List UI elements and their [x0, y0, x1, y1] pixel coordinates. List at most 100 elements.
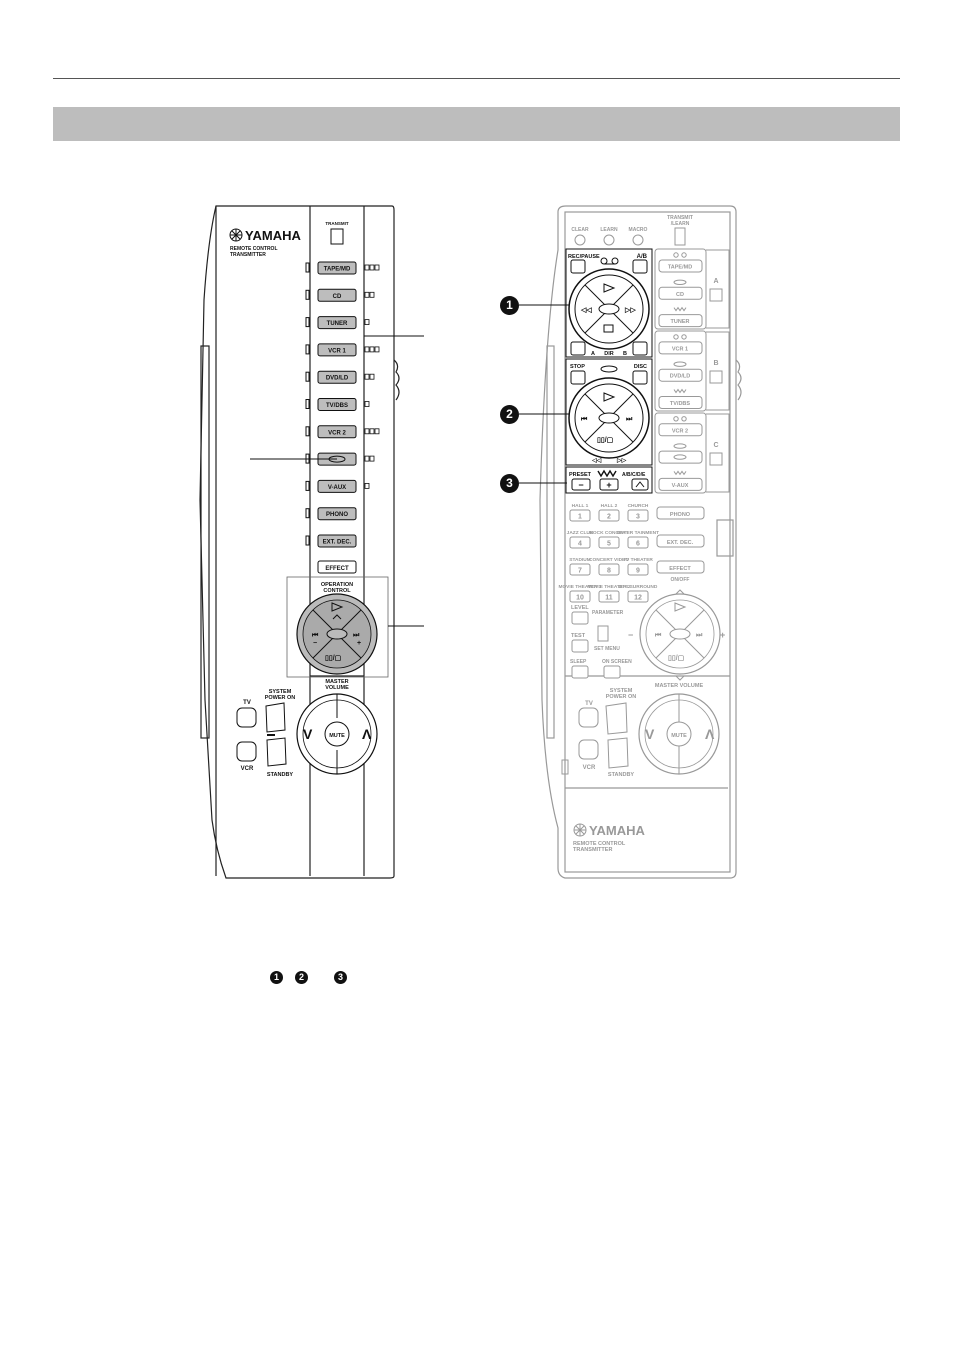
group-switch[interactable] — [709, 452, 723, 466]
right-input-button[interactable] — [658, 368, 703, 382]
stop-button[interactable] — [570, 370, 586, 385]
disc-dial[interactable]: ⏮ ⏭ ▯▯/▢ — [568, 377, 650, 459]
left-standby-button[interactable] — [266, 737, 287, 767]
right-input-label: V-AUX — [672, 483, 689, 489]
tuner-wave-icon — [673, 306, 687, 312]
left-input-button[interactable] — [317, 316, 357, 330]
set-menu-label: SET MENU — [594, 646, 620, 652]
right-master-label: MASTER VOLUME — [655, 683, 704, 689]
group-label: C — [713, 442, 718, 449]
level-button[interactable] — [571, 611, 589, 625]
dsp-program-number: 9 — [636, 568, 640, 575]
right-input-button[interactable] — [658, 450, 703, 464]
right-volume-dial[interactable]: V Λ — [638, 693, 720, 775]
dsp-program-button[interactable] — [569, 509, 591, 522]
dsp-program-button[interactable] — [598, 509, 620, 522]
group-switch[interactable] — [709, 288, 723, 302]
input-group-frame — [654, 330, 707, 412]
preset-plus-button[interactable] — [599, 478, 619, 491]
left-input-button[interactable] — [317, 343, 357, 357]
dsp-program-button[interactable] — [569, 590, 591, 603]
right-phono-button[interactable] — [656, 506, 705, 520]
left-input-button[interactable] — [317, 507, 357, 521]
top-key-button[interactable] — [632, 234, 644, 246]
disc-label: DISC — [634, 364, 647, 370]
left-input-button[interactable] — [317, 479, 357, 493]
preset-group-button[interactable] — [631, 478, 649, 491]
group-switch[interactable] — [709, 370, 723, 384]
dsp-program-number: 12 — [634, 595, 642, 602]
disc-button[interactable] — [632, 370, 648, 385]
dsp-program-button[interactable] — [569, 563, 591, 576]
left-input-button[interactable] — [317, 288, 357, 302]
right-operation-dial[interactable]: ⏮ ⏭ ▯▯/▢ − + — [628, 589, 725, 681]
left-input-button[interactable] — [317, 534, 357, 548]
left-power-on-button[interactable] — [265, 702, 286, 733]
right-input-button[interactable] — [658, 341, 703, 355]
right-input-button[interactable] — [658, 396, 703, 409]
dsp-program-button[interactable] — [598, 590, 620, 603]
ab-button[interactable] — [632, 259, 648, 274]
tape-dir-b-button[interactable] — [632, 341, 648, 356]
dsp-program-number: 7 — [578, 568, 582, 575]
left-input-button[interactable] — [317, 425, 357, 439]
right-extdec-button[interactable] — [656, 534, 705, 548]
left-effect-button[interactable] — [317, 560, 357, 574]
left-input-button[interactable] — [317, 261, 357, 275]
left-input-button[interactable] — [317, 370, 357, 384]
right-input-button[interactable] — [658, 423, 703, 437]
svg-text:V: V — [645, 726, 655, 742]
right-input-button[interactable] — [658, 286, 703, 300]
dsp-program-button[interactable] — [627, 509, 649, 522]
right-standby-button[interactable] — [607, 737, 629, 769]
svg-text:⏭: ⏭ — [696, 632, 703, 639]
right-input-button[interactable] — [658, 259, 703, 273]
right-disc-section: STOP DISC ⏮ ⏭ ▯▯/▢ ◁◁ ▷▷ — [565, 358, 653, 466]
left-input-label: CD — [333, 294, 342, 300]
right-input-button[interactable] — [658, 314, 703, 328]
onscreen-button[interactable] — [603, 665, 621, 679]
left-operation-dial[interactable]: ⏮ ⏭ ▯▯/▢ − + — [296, 593, 378, 675]
left-input-button[interactable] — [317, 398, 357, 411]
tape-dial[interactable]: ◁◁ ▷▷ — [568, 268, 650, 350]
dsp-program-button[interactable] — [627, 590, 649, 603]
rec-pause-button[interactable] — [570, 259, 586, 274]
left-vcr-button[interactable] — [236, 741, 257, 762]
indicator-dot — [374, 346, 380, 353]
parameter-switch[interactable] — [597, 625, 609, 642]
left-input-label: VCR 2 — [328, 430, 346, 436]
right-vcr-button[interactable] — [578, 739, 599, 760]
right-effect-button[interactable] — [656, 560, 705, 574]
left-input-label: TAPE/MD — [324, 267, 351, 273]
tape-icon — [681, 252, 687, 258]
right-input-label: VCR 1 — [672, 346, 688, 352]
dsp-program-button[interactable] — [627, 563, 649, 576]
right-tv-button[interactable] — [578, 707, 599, 728]
sleep-button[interactable] — [571, 665, 589, 679]
left-volume-dial[interactable]: V Λ — [296, 693, 378, 775]
indicator-dot — [374, 264, 380, 271]
right-power-on-button[interactable] — [605, 702, 628, 735]
right-input-button[interactable] — [658, 477, 703, 491]
top-key-button[interactable] — [603, 234, 615, 246]
dsp-program-button[interactable] — [627, 536, 649, 549]
left-master-label-1: MASTER — [325, 679, 348, 685]
test-button[interactable] — [571, 639, 589, 653]
right-system-label-2: POWER ON — [606, 694, 637, 700]
left-tv-button[interactable] — [236, 707, 257, 728]
dsp-program-button[interactable] — [598, 563, 620, 576]
top-rule — [53, 78, 900, 79]
dsp-program-button[interactable] — [598, 536, 620, 549]
indicator-dot — [369, 291, 375, 298]
top-key-button[interactable] — [574, 234, 586, 246]
svg-text:◁◁: ◁◁ — [591, 457, 602, 464]
left-tv-label: TV — [243, 700, 251, 706]
right-input-label: CD — [676, 292, 684, 298]
tape-dir-a-button[interactable] — [570, 341, 586, 356]
indicator-dot — [369, 373, 375, 380]
left-input-label: V-AUX — [328, 485, 346, 491]
disc-icon — [673, 279, 687, 285]
preset-minus-button[interactable] — [571, 478, 591, 491]
dsp-program-number: 3 — [636, 514, 640, 521]
dsp-program-button[interactable] — [569, 536, 591, 549]
